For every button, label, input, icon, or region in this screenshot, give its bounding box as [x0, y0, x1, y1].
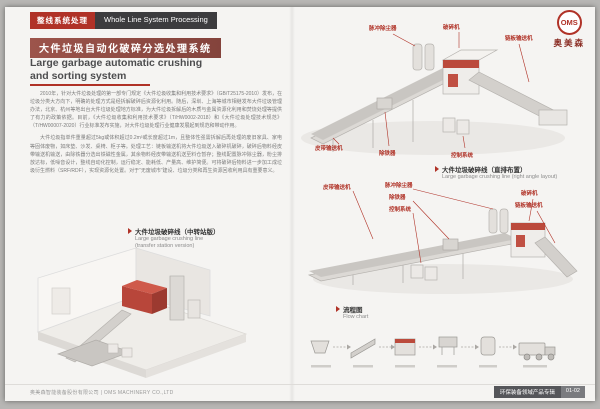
- flow-chart-caption: 流程图 Flow chart: [336, 304, 368, 321]
- caption-cn: 大件垃圾破碎线（中转站版）: [135, 229, 220, 236]
- transfer-station-drawing: [36, 248, 248, 378]
- label-dust-collector: 脉冲除尘器: [385, 183, 413, 189]
- page-title-en-line2: and sorting system: [30, 69, 127, 82]
- transfer-station-illustration: [18, 248, 270, 388]
- crushing-line-layout1-illustration: 脉冲除尘器 破碎机 链板输送机 皮带输送机 除铁器 控制系统: [293, 22, 578, 165]
- page-title-cn: 大件垃圾自动化破碎分选处理系统: [30, 38, 221, 58]
- page-title-en: Large garbage automatic crushing and sor…: [30, 57, 202, 82]
- page-number: 01-02: [560, 386, 585, 398]
- layout1-caption: 大件垃圾破碎线（直排布置） Large garbage crushing lin…: [435, 164, 557, 181]
- layout2-drawing: [307, 188, 578, 294]
- label-control-system: 控制系统: [451, 153, 474, 159]
- label-control-system: 控制系统: [389, 207, 412, 213]
- album-title: 环保装备领域产品专辑: [493, 386, 561, 398]
- section-badge-cn: 整线系统处理: [30, 12, 95, 29]
- layout1-drawing: [301, 32, 568, 155]
- page-title-en-line1: Large garbage automatic crushing: [30, 57, 203, 69]
- brochure-page: 整线系统处理 Whole Line System Processing OMS …: [5, 7, 595, 401]
- footer-separator: |: [100, 390, 103, 396]
- flow-chart: [303, 323, 575, 377]
- crushing-line-layout2-illustration: 皮带输送机 脉冲除尘器 除铁器 控制系统 破碎机 链板输送机: [293, 181, 578, 303]
- caption-en: Large garbage crushing line (right angle…: [442, 174, 558, 180]
- label-belt-conveyor: 皮带输送机: [323, 185, 351, 191]
- caption-cn: 大件垃圾破碎线（直排布置）: [442, 167, 527, 174]
- label-belt-conveyor: 皮带输送机: [315, 146, 343, 152]
- label-crusher: 破碎机: [443, 25, 460, 31]
- label-chain-conveyor: 链板输送机: [505, 36, 533, 42]
- section-badge-en: Whole Line System Processing: [95, 12, 217, 29]
- left-illustration-caption: 大件垃圾破碎线（中转站版） Large garbage crushing lin…: [128, 226, 220, 251]
- page-gutter: [289, 7, 295, 401]
- brand-logo: OMS 奥美森: [553, 10, 585, 49]
- intro-text: 2010年，针对大件垃圾处理的第一部专门规定《大件垃圾收集和利用技术要求》（GB…: [30, 90, 282, 224]
- footer-page-badge: 环保装备领域产品专辑 01-02: [493, 386, 585, 398]
- company-name-en: OMS MACHINERY CO.,LTD: [103, 390, 174, 396]
- intro-paragraph-2: 大件垃圾指单件重量超过5kg或体积超过0.2m³或长度超过1m，且整体性强需拆解…: [30, 135, 282, 174]
- brand-name: 奥美森: [553, 38, 585, 48]
- company-name-cn: 奥美森智能装备股份有限公司: [30, 390, 99, 396]
- red-arrow-icon: [336, 306, 340, 312]
- footer-company: 奥美森智能装备股份有限公司 | OMS MACHINERY CO.,LTD: [30, 389, 174, 396]
- intro-paragraph-1: 2010年，针对大件垃圾处理的第一部专门规定《大件垃圾收集和利用技术要求》（GB…: [30, 91, 282, 130]
- red-arrow-icon: [435, 166, 439, 172]
- title-underline: [30, 84, 150, 86]
- caption-en: Large garbage crushing line (transfer st…: [135, 236, 204, 250]
- caption-en: Flow chart: [343, 314, 369, 320]
- label-iron-remover: 除铁器: [379, 151, 396, 157]
- oms-logo-icon: OMS: [556, 10, 582, 35]
- label-crusher: 破碎机: [521, 191, 538, 197]
- label-iron-remover: 除铁器: [389, 195, 406, 201]
- label-dust-collector: 脉冲除尘器: [369, 26, 397, 32]
- red-arrow-icon: [128, 228, 132, 234]
- flow-chart-drawing: [310, 336, 556, 368]
- footer-divider: [5, 384, 595, 385]
- caption-cn: 流程图: [343, 307, 363, 314]
- label-chain-conveyor: 链板输送机: [515, 203, 543, 209]
- header-badges: 整线系统处理 Whole Line System Processing: [30, 12, 217, 29]
